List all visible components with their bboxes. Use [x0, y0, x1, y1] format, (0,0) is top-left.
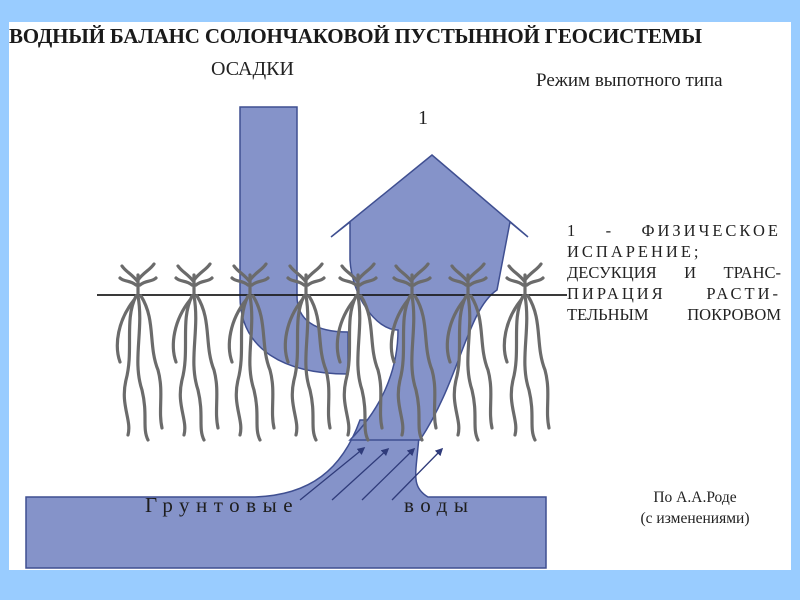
- source-line-1: По А.А.Роде: [653, 489, 737, 506]
- plant-5: [335, 262, 384, 442]
- plant-2: [171, 262, 220, 442]
- legend-line-2: ИСПАРЕНИЕ;: [567, 242, 702, 261]
- legend-line-5: ТЕЛЬНЫМ ПОКРОВОМ: [567, 305, 781, 324]
- source-line-2: (с изменениями): [640, 510, 750, 527]
- evaporation-flow: [330, 154, 529, 441]
- legend-line-3: ДЕСУКЦИЯ И ТРАНС-: [567, 263, 781, 282]
- legend-line-4: ПИРАЦИЯ РАСТИ-: [567, 284, 781, 303]
- evaporation-marker-label: 1: [418, 107, 428, 129]
- source-credit: По А.А.Роде (с изменениями): [620, 487, 770, 529]
- plant-4: [283, 262, 332, 442]
- precipitation-flow: [239, 106, 349, 375]
- plant-8: [502, 262, 551, 442]
- plant-7: [445, 262, 494, 442]
- arrow-2: [331, 447, 390, 501]
- plant-1: [115, 262, 164, 442]
- arrow-3: [361, 447, 416, 501]
- legend-line-1: 1 - ФИЗИЧЕСКОЕ: [567, 221, 781, 240]
- diagram-title: ВОДНЫЙ БАЛАНС СОЛОНЧАКОВОЙ ПУСТЫННОЙ ГЕО…: [9, 24, 702, 48]
- legend: 1 - ФИЗИЧЕСКОЕ ИСПАРЕНИЕ; ДЕСУКЦИЯ И ТРА…: [567, 220, 781, 325]
- arrow-4: [391, 447, 444, 501]
- precipitation-label: ОСАДКИ: [211, 58, 294, 80]
- groundwater-label-part1: Грунтовые: [145, 493, 300, 517]
- mode-label: Режим выпотного типа: [536, 70, 723, 91]
- groundwater-label-part2: воды: [404, 493, 475, 517]
- plant-3: [227, 262, 276, 442]
- arrow-1: [299, 447, 366, 501]
- flow-arrows: [299, 447, 444, 501]
- plant-6: [389, 262, 438, 442]
- plants: [115, 262, 551, 442]
